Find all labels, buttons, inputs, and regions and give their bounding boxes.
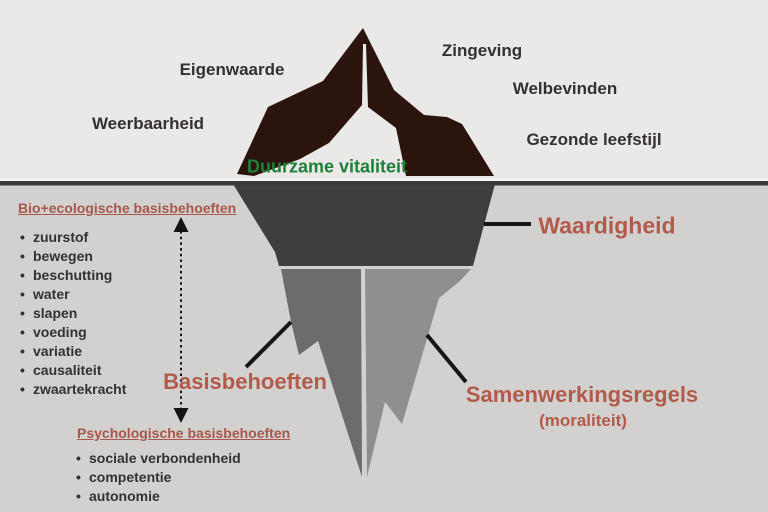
label-samenwerkingsregels: Samenwerkingsregels [465, 382, 699, 407]
samenwerkingsregels-pointer-line [425, 333, 468, 384]
list-item: zuurstof [20, 228, 126, 247]
label-basisbehoeften: Basisbehoeften [163, 369, 327, 394]
label-zingeving: Zingeving [441, 41, 523, 60]
list-item: voeding [20, 323, 126, 342]
waterline-bar [0, 181, 768, 186]
arrow-down-icon [173, 408, 189, 423]
mountain-peak-shape [237, 28, 494, 176]
list-item: causaliteit [20, 361, 126, 380]
waterline-highlight [0, 179, 768, 181]
psy-list: sociale verbondenheid competentie autono… [76, 449, 241, 506]
bio-list: zuurstof bewegen beschutting water slape… [20, 228, 126, 399]
label-moraliteit: (moraliteit) [539, 411, 627, 430]
list-item: bewegen [20, 247, 126, 266]
arrow-up-icon [173, 217, 189, 232]
bio-psy-double-arrow [173, 217, 189, 423]
list-item: competentie [76, 468, 241, 487]
list-item: beschutting [20, 266, 126, 285]
list-item: slapen [20, 304, 126, 323]
label-weerbaarheid: Weerbaarheid [91, 114, 205, 133]
label-waardigheid: Waardigheid [538, 212, 676, 239]
list-item: autonomie [76, 487, 241, 506]
list-item: sociale verbondenheid [76, 449, 241, 468]
basisbehoeften-pointer-line [244, 320, 293, 369]
psy-heading: Psychologische basisbehoeften [77, 425, 291, 441]
label-duurzame-vitaliteit: Duurzame vitaliteit [246, 156, 408, 177]
list-item: zwaartekracht [20, 380, 126, 399]
iceberg-lower-left-shape [281, 269, 362, 477]
bio-heading: Bio+ecologische basisbehoeften [18, 200, 237, 216]
label-welbevinden: Welbevinden [512, 79, 618, 98]
list-item: variatie [20, 342, 126, 361]
label-gezonde-leefstijl: Gezonde leefstijl [526, 130, 662, 149]
iceberg-lower-right-shape [365, 269, 471, 477]
label-eigenwaarde: Eigenwaarde [179, 60, 285, 79]
iceberg-upper-shape [233, 184, 495, 266]
list-item: water [20, 285, 126, 304]
